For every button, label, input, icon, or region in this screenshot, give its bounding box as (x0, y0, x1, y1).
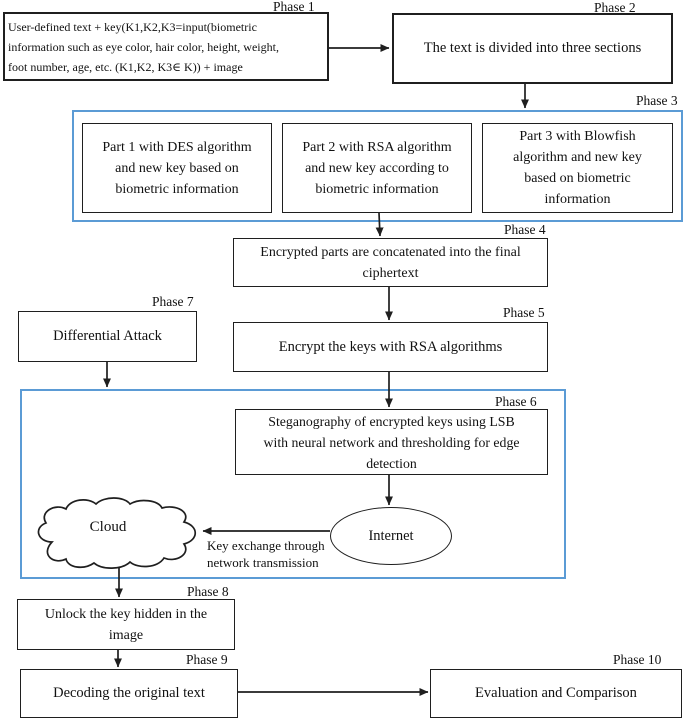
key-exchange-edge-label: Key exchange through network transmissio… (207, 538, 325, 570)
phase9-label: Phase 9 (186, 652, 228, 667)
phase3-container (72, 110, 683, 222)
phase3-label: Phase 3 (636, 93, 678, 108)
phase5-box: Encrypt the keys with RSA algorithms (233, 322, 548, 372)
phase6-container (20, 389, 566, 579)
cloud-label: Cloud (89, 518, 127, 535)
phase8-box: Unlock the key hidden in the image (17, 599, 235, 650)
internet-ellipse: Internet (330, 507, 452, 565)
phase2-box: The text is divided into three sections (392, 13, 673, 84)
part2-box: Part 2 with RSA algorithm and new key ac… (282, 123, 472, 213)
part3-box: Part 3 with Blowfish algorithm and new k… (482, 123, 673, 213)
phase1-box: User-defined text + key(K1,K2,K3=input(b… (3, 12, 329, 81)
phase7-box: Differential Attack (18, 311, 197, 362)
phase10-label: Phase 10 (613, 652, 662, 667)
phase6-label: Phase 6 (495, 394, 537, 409)
phase5-label: Phase 5 (503, 305, 545, 320)
phase1-label: Phase 1 (273, 0, 315, 14)
phase7-label: Phase 7 (152, 294, 194, 309)
phase6-box: Steganography of encrypted keys using LS… (235, 409, 548, 475)
phase10-box: Evaluation and Comparison (430, 669, 682, 718)
cloud-shape-icon (37, 497, 197, 569)
phase4-label: Phase 4 (504, 222, 546, 237)
phase9-box: Decoding the original text (20, 669, 238, 718)
phase2-label: Phase 2 (594, 0, 636, 15)
phase8-label: Phase 8 (187, 584, 229, 599)
phase4-box: Encrypted parts are concatenated into th… (233, 238, 548, 287)
part1-box: Part 1 with DES algorithm and new key ba… (82, 123, 272, 213)
